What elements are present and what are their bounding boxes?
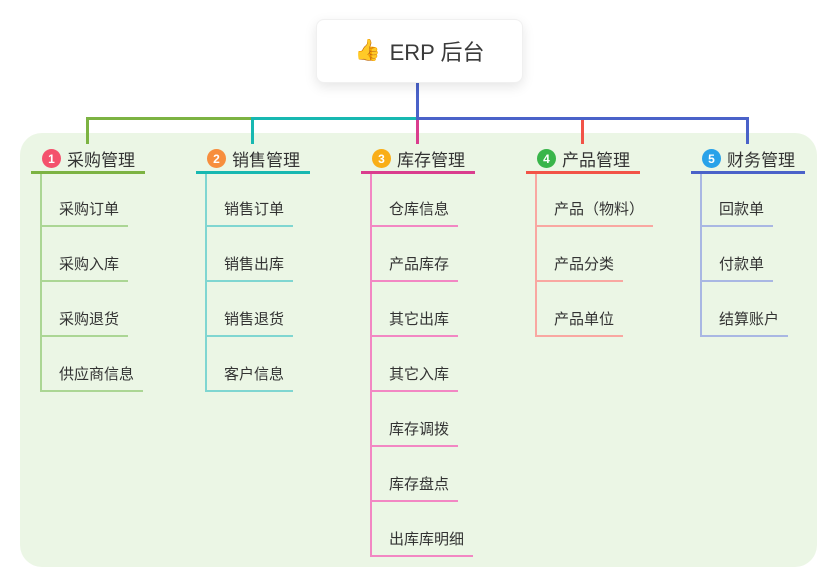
child-node-label[interactable]: 采购订单 [42,198,129,227]
branches-panel [20,133,817,567]
child-node: 采购退货 [42,282,189,337]
branch-label: 财务管理 [727,151,795,170]
child-node-label[interactable]: 库存调拨 [372,418,459,447]
root-connector-line [416,83,419,117]
child-node: 回款单 [702,174,839,227]
thumbs-up-icon: 👍 [354,39,381,62]
branch-index-badge: 5 [702,149,721,168]
child-node-label[interactable]: 销售订单 [207,198,294,227]
child-node-label[interactable]: 供应商信息 [42,363,144,392]
branch-title-node[interactable]: 2 销售管理 [196,146,310,174]
child-node: 销售订单 [207,174,354,227]
branch-drop-line [416,120,419,144]
branch-children: 采购订单采购入库采购退货供应商信息 [40,174,189,392]
branch-5: 5 财务管理回款单付款单结算账户 [691,146,839,337]
branch-title-node[interactable]: 4 产品管理 [526,146,640,174]
child-node: 库存调拨 [372,392,519,447]
child-node-label[interactable]: 销售退货 [207,308,294,337]
branch-label: 销售管理 [232,151,300,170]
child-node-label[interactable]: 库存盘点 [372,473,459,502]
child-node: 销售出库 [207,227,354,282]
child-node: 采购入库 [42,227,189,282]
branch-children: 产品（物料） 产品分类产品单位 [535,174,684,337]
child-node-label[interactable]: 采购退货 [42,308,129,337]
branch-index-badge: 2 [207,149,226,168]
child-node: 产品库存 [372,227,519,282]
root-node-label: ERP 后台 [389,40,485,65]
child-node: 仓库信息 [372,174,519,227]
branch-children: 销售订单销售出库销售退货客户信息 [205,174,354,392]
child-node-label[interactable]: 产品分类 [537,253,624,282]
branch-drop-line [251,117,254,144]
connector-line [416,117,749,120]
branch-index-badge: 1 [42,149,61,168]
child-node: 销售退货 [207,282,354,337]
branch-title-node[interactable]: 1 采购管理 [31,146,145,174]
child-node: 客户信息 [207,337,354,392]
child-node: 其它出库 [372,282,519,337]
child-node-label[interactable]: 销售出库 [207,253,294,282]
branch-1: 1 采购管理采购订单采购入库采购退货供应商信息 [31,146,189,392]
child-node-label[interactable]: 产品（物料） [537,198,654,227]
branch-children: 仓库信息产品库存其它出库其它入库库存调拨库存盘点出库库明细 [370,174,519,557]
child-node: 供应商信息 [42,337,189,392]
child-node-label[interactable]: 产品单位 [537,308,624,337]
branch-drop-line [86,117,89,144]
child-node: 产品分类 [537,227,684,282]
child-node-label[interactable]: 其它入库 [372,363,459,392]
child-node: 结算账户 [702,282,839,337]
branch-children: 回款单付款单结算账户 [700,174,839,337]
branch-2: 2 销售管理销售订单销售出库销售退货客户信息 [196,146,354,392]
child-node: 采购订单 [42,174,189,227]
branch-drop-line [581,120,584,144]
child-node-label[interactable]: 其它出库 [372,308,459,337]
child-node: 出库库明细 [372,502,519,557]
branch-3: 3 库存管理仓库信息产品库存其它出库其它入库库存调拨库存盘点出库库明细 [361,146,519,557]
child-node-label[interactable]: 结算账户 [702,308,789,337]
child-node: 产品单位 [537,282,684,337]
connector-line [86,117,254,120]
child-node-label[interactable]: 出库库明细 [372,528,474,557]
child-node-label[interactable]: 付款单 [702,253,774,282]
branch-title-node[interactable]: 3 库存管理 [361,146,475,174]
branch-drop-line [746,117,749,144]
branch-index-badge: 4 [537,149,556,168]
child-node-label[interactable]: 客户信息 [207,363,294,392]
child-node: 产品（物料） [537,174,684,227]
connector-line [251,117,419,120]
branch-title-node[interactable]: 5 财务管理 [691,146,805,174]
child-node-label[interactable]: 仓库信息 [372,198,459,227]
child-node: 付款单 [702,227,839,282]
root-node[interactable]: 👍 ERP 后台 [316,19,523,83]
branch-label: 库存管理 [397,151,465,170]
child-node: 库存盘点 [372,447,519,502]
branch-label: 产品管理 [562,151,630,170]
branch-4: 4 产品管理产品（物料） 产品分类产品单位 [526,146,684,337]
child-node-label[interactable]: 采购入库 [42,253,129,282]
child-node-label[interactable]: 回款单 [702,198,774,227]
child-node: 其它入库 [372,337,519,392]
branch-index-badge: 3 [372,149,391,168]
child-node-label[interactable]: 产品库存 [372,253,459,282]
branch-label: 采购管理 [67,151,135,170]
